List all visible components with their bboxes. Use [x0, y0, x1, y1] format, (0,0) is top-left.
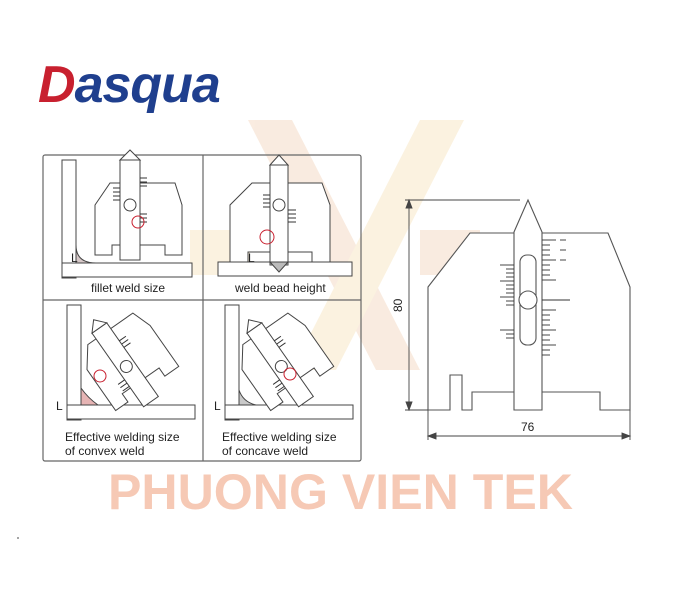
- gauge-drawing: [427, 198, 631, 411]
- caption-concave-line1: Effective welding size: [222, 430, 337, 444]
- fillet-L-mark: L: [71, 251, 78, 265]
- bead-L-mark: L: [248, 251, 255, 265]
- dimension-height-label: 80: [391, 298, 405, 312]
- gauge-left-scale: [500, 264, 514, 339]
- concave-L-mark: L: [214, 399, 221, 413]
- dimension-height: [405, 198, 520, 412]
- caption-weld-bead-height: weld bead height: [234, 281, 326, 295]
- brand-logo-rest: asqua: [74, 56, 221, 114]
- brand-logo-first-letter: D: [38, 56, 76, 114]
- gauge-right-scale: [542, 239, 566, 356]
- gauge-knob: [518, 290, 538, 310]
- caption-convex-line2: of convex weld: [65, 444, 144, 458]
- caption-fillet-weld-size: fillet weld size: [91, 281, 165, 295]
- brand-logo: Dasqua: [38, 55, 278, 115]
- stray-dot: [17, 537, 19, 539]
- panel-concave-weld: L Effective welding size of concave weld: [214, 304, 354, 458]
- panel-grid-frame: [42, 154, 362, 462]
- caption-convex-line1: Effective welding size: [65, 430, 180, 444]
- panel-weld-bead-height: L weld bead height: [217, 154, 353, 295]
- panel-fillet-weld-size: L fillet weld size: [61, 149, 193, 295]
- brand-logo-text: Dasqua: [38, 56, 221, 114]
- dimension-width-label: 76: [521, 420, 535, 434]
- watermark-text: PHUONG VIEN TEK: [108, 464, 573, 520]
- caption-concave-line2: of concave weld: [222, 444, 308, 458]
- convex-L-mark: L: [56, 399, 63, 413]
- panel-convex-weld: L Effective welding size of convex weld: [56, 304, 196, 458]
- dimension-width: [426, 410, 632, 440]
